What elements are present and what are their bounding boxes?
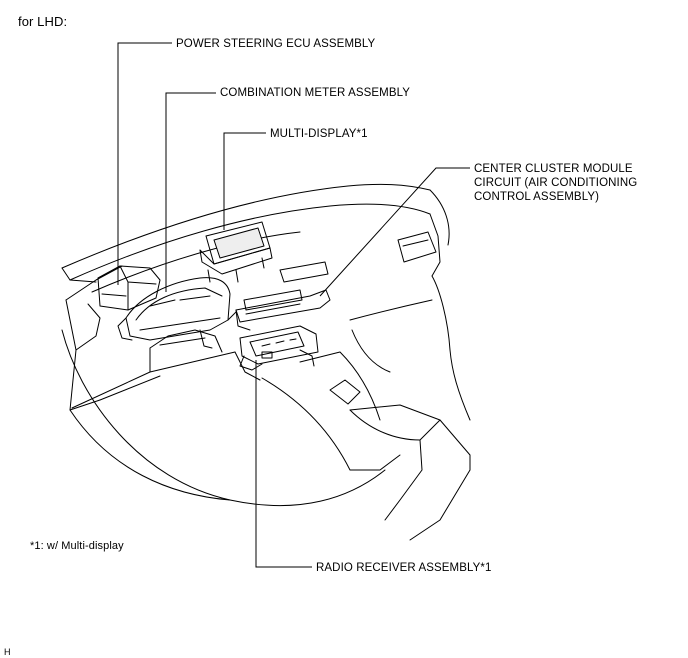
right-dash-end [429, 213, 441, 277]
steering-column-area [149, 329, 223, 373]
label-multi-display: MULTI-DISPLAY*1 [270, 128, 368, 140]
windshield-edge [61, 183, 431, 269]
footnote: *1: w/ Multi-display [30, 540, 124, 552]
right-trim [431, 275, 471, 421]
label-power-steering-ecu: POWER STEERING ECU ASSEMBLY [176, 38, 376, 50]
radio-receiver-body [239, 325, 319, 365]
diagram-title: for LHD: [18, 14, 68, 29]
corner-code: H [4, 647, 11, 657]
label-center-cluster-line3: CONTROL ASSEMBLY) [474, 191, 600, 203]
leader-center-cluster [319, 167, 470, 297]
center-upper-vent [279, 261, 329, 283]
leader-radio-receiver [255, 360, 312, 568]
leader-multi-display [223, 132, 266, 230]
right-vent [397, 231, 437, 263]
multi-display-screen [213, 227, 265, 259]
label-center-cluster-line1: CENTER CLUSTER MODULE [474, 163, 633, 175]
combination-meter-body [125, 277, 231, 341]
leader-combination-meter [165, 92, 216, 292]
center-console [261, 377, 401, 471]
dash-top-curve-2 [91, 231, 301, 293]
power-steering-ecu-body [97, 265, 161, 311]
dash-top-curve [69, 203, 431, 281]
multi-display-bracket [199, 247, 273, 275]
label-radio-receiver: RADIO RECEIVER ASSEMBLY*1 [316, 562, 492, 574]
floor-line [61, 329, 386, 507]
left-dash-face [65, 299, 101, 411]
label-combination-meter: COMBINATION METER ASSEMBLY [220, 87, 411, 99]
right-window-edge [429, 189, 450, 246]
leader-power-steering-ecu [117, 42, 172, 285]
label-center-cluster-line2: CIRCUIT (AIR CONDITIONING [474, 177, 638, 189]
center-cluster-module [235, 289, 331, 323]
